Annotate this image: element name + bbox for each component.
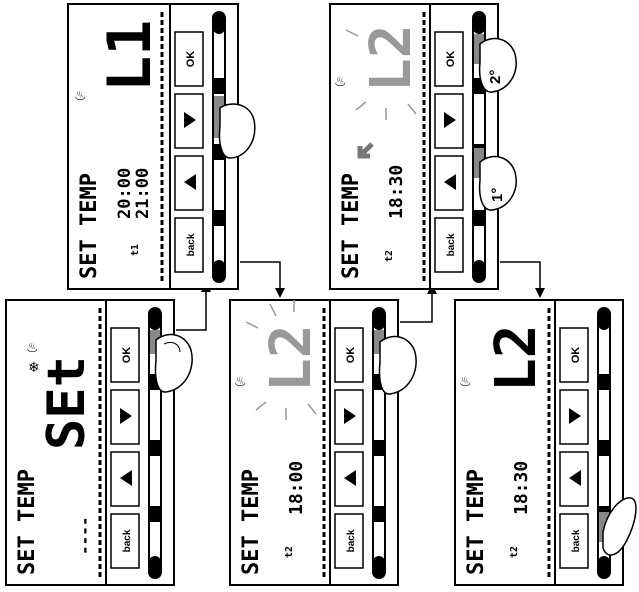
flow-arrow bbox=[500, 261, 541, 290]
flow-arrow bbox=[400, 292, 433, 323]
flame-icon: ♨ bbox=[459, 373, 472, 389]
ok-label: OK bbox=[445, 51, 457, 68]
back-button[interactable] bbox=[334, 513, 364, 569]
back-label: back bbox=[186, 233, 197, 256]
time-1: 18:30 bbox=[511, 461, 532, 515]
slot-label: t2 bbox=[384, 250, 395, 262]
back-button[interactable] bbox=[174, 217, 204, 273]
mode-text: SET TEMP bbox=[77, 173, 102, 279]
panel-5: OK back SET TEMP L2 18:30 t2 ♨ bbox=[454, 299, 637, 586]
flow-arrow bbox=[240, 261, 281, 290]
triangle-right-icon bbox=[120, 408, 132, 424]
panel-frame bbox=[5, 299, 175, 586]
ok-label: OK bbox=[185, 51, 197, 68]
panel-1: OK back SET TEMP SEt ---- ❄ ♨ bbox=[5, 299, 193, 586]
triangle-left-icon bbox=[344, 470, 356, 486]
back-label: back bbox=[122, 529, 133, 552]
ok-button[interactable] bbox=[434, 31, 464, 87]
panel-2: OK back SET TEMP L1 20:00 21:00 t1 ♨ bbox=[67, 3, 256, 290]
ok-button[interactable] bbox=[334, 327, 364, 383]
flame-icon: ♨ bbox=[234, 373, 247, 389]
pressed-key bbox=[474, 34, 484, 64]
lower-value: ---- bbox=[75, 516, 94, 555]
flame-icon: ♨ bbox=[334, 73, 347, 89]
back-label: back bbox=[571, 529, 582, 552]
flow-arrow bbox=[176, 290, 207, 331]
display-value: L1 bbox=[95, 20, 165, 92]
display-value: L2 bbox=[359, 25, 424, 92]
ok-button[interactable] bbox=[174, 31, 204, 87]
panel-frame bbox=[229, 299, 399, 586]
triangle-left-icon bbox=[184, 174, 196, 190]
triangle-left-icon bbox=[120, 470, 132, 486]
press-order-second: 2° bbox=[487, 70, 504, 84]
slot-label: t1 bbox=[130, 244, 141, 256]
back-label: back bbox=[346, 529, 357, 552]
finger-icon bbox=[378, 335, 417, 395]
ok-button[interactable] bbox=[110, 327, 140, 383]
arrow-pointer-icon bbox=[357, 142, 374, 159]
panel-3: OK back 2° 1° SET TEMP L2 18:30 t2 ♨ bbox=[329, 3, 517, 290]
display-value: SEt bbox=[37, 356, 97, 450]
panel-frame bbox=[67, 3, 239, 290]
triangle-left-icon bbox=[569, 470, 581, 486]
flame-icon: ♨ bbox=[74, 87, 87, 103]
back-button[interactable] bbox=[110, 513, 140, 569]
mode-text: SET TEMP bbox=[464, 469, 489, 575]
ok-label: OK bbox=[121, 347, 133, 364]
time-1: 18:30 bbox=[386, 165, 407, 219]
ok-button[interactable] bbox=[559, 327, 589, 383]
finger-icon bbox=[154, 333, 193, 393]
snowflake-icon: ❄ bbox=[28, 359, 40, 375]
pressed-key bbox=[150, 330, 160, 354]
back-button[interactable] bbox=[434, 217, 464, 273]
finger-icon bbox=[478, 155, 517, 211]
slot-label: t2 bbox=[509, 546, 520, 558]
press-order-first: 1° bbox=[489, 188, 506, 202]
time-1: 18:00 bbox=[286, 461, 307, 515]
triangle-right-icon bbox=[344, 408, 356, 424]
time-2: 21:00 bbox=[133, 168, 153, 219]
display-value: L2 bbox=[484, 325, 549, 392]
finger-icon bbox=[602, 497, 637, 556]
blink-rays bbox=[245, 300, 317, 420]
triangle-right-icon bbox=[184, 112, 196, 128]
pressed-key bbox=[474, 148, 484, 178]
panel-frame bbox=[454, 299, 624, 586]
panel-4: OK back SET TEMP L2 18:00 t2 ♨ bbox=[229, 299, 417, 586]
triangle-left-icon bbox=[444, 174, 456, 190]
slot-label: t2 bbox=[284, 546, 295, 558]
finger-icon bbox=[218, 103, 256, 159]
finger-icon bbox=[478, 37, 517, 93]
blink-rays bbox=[345, 29, 417, 120]
ok-label: OK bbox=[570, 347, 582, 364]
back-button[interactable] bbox=[559, 513, 589, 569]
pressed-key bbox=[214, 96, 224, 138]
pressed-key bbox=[374, 330, 384, 354]
ok-label: OK bbox=[345, 347, 357, 364]
mode-text: SET TEMP bbox=[239, 469, 264, 575]
time-1: 20:00 bbox=[115, 168, 135, 219]
triangle-right-icon bbox=[444, 112, 456, 128]
mode-text: SET TEMP bbox=[15, 469, 40, 575]
display-value: L2 bbox=[259, 325, 324, 392]
back-label: back bbox=[446, 233, 457, 256]
mode-text: SET TEMP bbox=[339, 173, 364, 279]
triangle-right-icon bbox=[569, 408, 581, 424]
flame-icon: ♨ bbox=[26, 339, 39, 355]
